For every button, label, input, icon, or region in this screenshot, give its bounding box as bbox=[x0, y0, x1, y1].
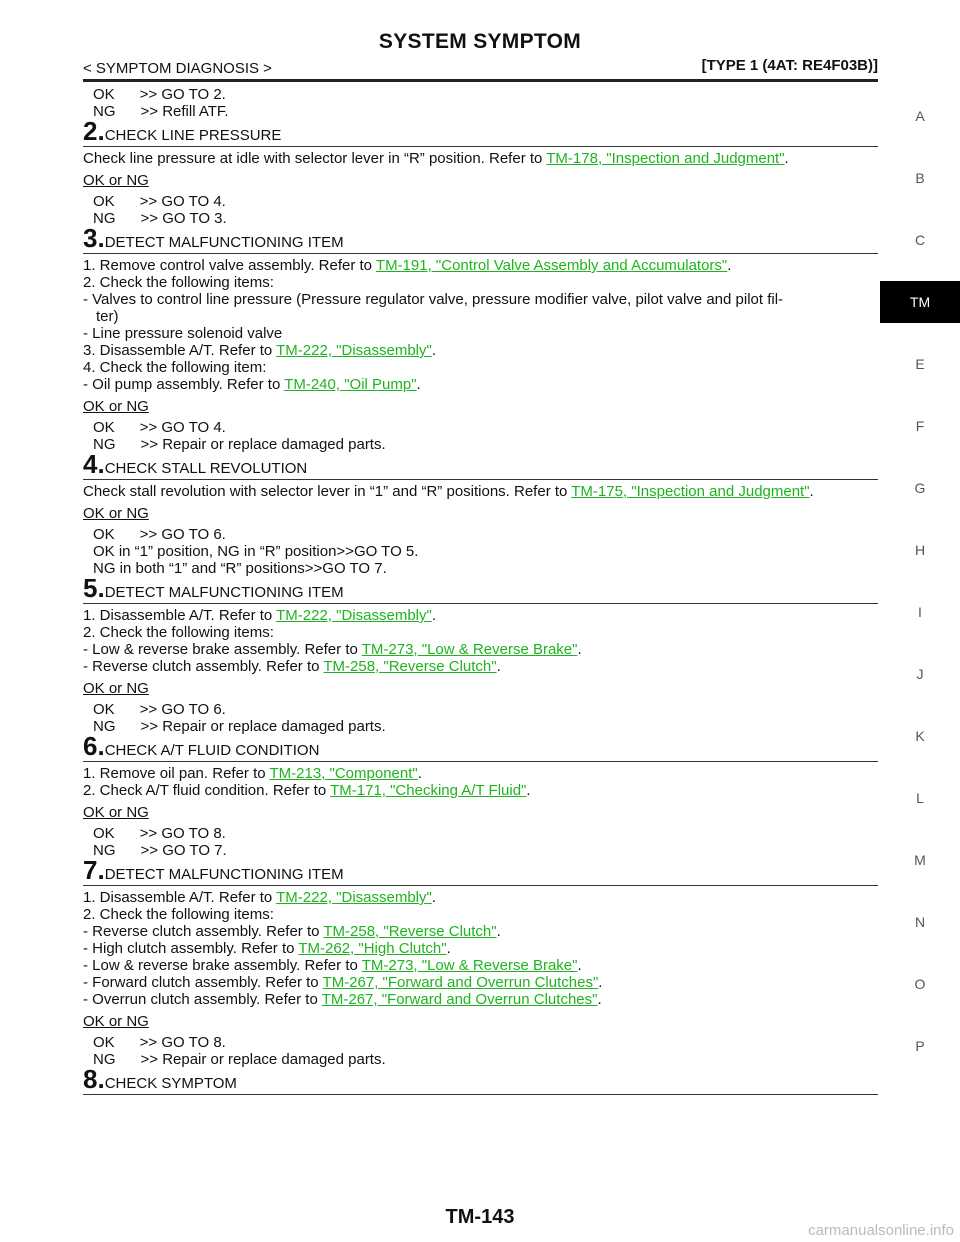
result-ng: NG >> Refill ATF. bbox=[93, 103, 229, 120]
step-text: 2. Check the following items: bbox=[83, 906, 274, 923]
result-partial: OK in “1” position, NG in “R” position>>… bbox=[93, 543, 419, 560]
reference-link[interactable]: TM-222, "Disassembly" bbox=[276, 607, 432, 624]
step-text: 1. Remove control valve assembly. Refer … bbox=[83, 257, 732, 274]
result-ng: NG >> Repair or replace damaged parts. bbox=[93, 1051, 386, 1068]
index-tm[interactable]: TM bbox=[880, 281, 960, 323]
ok-or-ng-label: OK or NG bbox=[83, 172, 149, 189]
step-text: - High clutch assembly. Refer to TM-262,… bbox=[83, 940, 451, 957]
result-ok: OK >> GO TO 4. bbox=[93, 193, 226, 210]
step-text: ter) bbox=[96, 308, 119, 325]
header-rule bbox=[83, 79, 878, 82]
reference-link[interactable]: TM-171, "Checking A/T Fluid" bbox=[330, 782, 527, 799]
result-ok: OK >> GO TO 6. bbox=[93, 701, 226, 718]
page-title: SYSTEM SYMPTOM bbox=[378, 30, 582, 53]
step-text: 2. Check the following items: bbox=[83, 274, 274, 291]
result-ok: OK >> GO TO 4. bbox=[93, 419, 226, 436]
index-g[interactable]: G bbox=[914, 480, 926, 496]
reference-link[interactable]: TM-175, "Inspection and Judgment" bbox=[571, 483, 810, 500]
reference-link[interactable]: TM-267, "Forward and Overrun Clutches" bbox=[321, 991, 598, 1008]
index-l[interactable]: L bbox=[916, 790, 924, 806]
result-ok: OK >> GO TO 2. bbox=[93, 86, 226, 103]
step-text: - Overrun clutch assembly. Refer to TM-2… bbox=[83, 991, 602, 1008]
index-k[interactable]: K bbox=[915, 728, 925, 744]
reference-link[interactable]: TM-191, "Control Valve Assembly and Accu… bbox=[375, 257, 728, 274]
step-text: 4. Check the following item: bbox=[83, 359, 267, 376]
reference-link[interactable]: TM-273, "Low & Reverse Brake" bbox=[361, 641, 578, 658]
reference-link[interactable]: TM-222, "Disassembly" bbox=[276, 342, 432, 359]
ok-or-ng-label: OK or NG bbox=[83, 1013, 149, 1030]
step-text: 3. Disassemble A/T. Refer to TM-222, "Di… bbox=[83, 342, 436, 359]
result-ng: NG >> GO TO 3. bbox=[93, 210, 227, 227]
reference-link[interactable]: TM-267, "Forward and Overrun Clutches" bbox=[322, 974, 599, 991]
content: OK >> GO TO 2. NG >> Refill ATF. 2.CHECK… bbox=[83, 86, 878, 1095]
step-text: - Line pressure solenoid valve bbox=[83, 325, 283, 342]
step-text: - Low & reverse brake assembly. Refer to… bbox=[83, 641, 582, 658]
result-ok: OK >> GO TO 8. bbox=[93, 1034, 226, 1051]
result-ng: NG >> Repair or replace damaged parts. bbox=[93, 436, 386, 453]
reference-link[interactable]: TM-262, "High Clutch" bbox=[298, 940, 447, 957]
step-text: 2. Check the following items: bbox=[83, 624, 274, 641]
step-4-heading: 4.CHECK STALL REVOLUTION bbox=[83, 451, 878, 480]
step-text: - Low & reverse brake assembly. Refer to… bbox=[83, 957, 582, 974]
watermark: carmanualsonline.info bbox=[808, 1222, 954, 1239]
header-model: [TYPE 1 (4AT: RE4F03B)] bbox=[701, 57, 878, 74]
index-i[interactable]: I bbox=[918, 604, 922, 620]
step-text: - Forward clutch assembly. Refer to TM-2… bbox=[83, 974, 603, 991]
step-8-heading: 8.CHECK SYMPTOM bbox=[83, 1066, 878, 1095]
result-ng: NG >> GO TO 7. bbox=[93, 842, 227, 859]
reference-link[interactable]: TM-273, "Low & Reverse Brake" bbox=[361, 957, 578, 974]
index-p[interactable]: P bbox=[915, 1038, 925, 1054]
ok-or-ng-label: OK or NG bbox=[83, 505, 149, 522]
page-number: TM-143 bbox=[445, 1206, 515, 1228]
step-text: Check stall revolution with selector lev… bbox=[83, 483, 814, 500]
step-number: 2. bbox=[83, 116, 105, 146]
reference-link[interactable]: TM-222, "Disassembly" bbox=[276, 889, 432, 906]
index-m[interactable]: M bbox=[914, 852, 926, 868]
ok-or-ng-label: OK or NG bbox=[83, 804, 149, 821]
step-6-heading: 6.CHECK A/T FLUID CONDITION bbox=[83, 733, 878, 762]
step-text: - Oil pump assembly. Refer to TM-240, "O… bbox=[83, 376, 421, 393]
index-f[interactable]: F bbox=[915, 418, 925, 434]
step-text: - Reverse clutch assembly. Refer to TM-2… bbox=[83, 923, 501, 940]
step-text: - Reverse clutch assembly. Refer to TM-2… bbox=[83, 658, 501, 675]
step-text: 2. Check A/T fluid condition. Refer to T… bbox=[83, 782, 531, 799]
step-7-heading: 7.DETECT MALFUNCTIONING ITEM bbox=[83, 857, 878, 886]
step-5-heading: 5.DETECT MALFUNCTIONING ITEM bbox=[83, 575, 878, 604]
result-ng: NG >> Repair or replace damaged parts. bbox=[93, 718, 386, 735]
step-2-heading: 2.CHECK LINE PRESSURE bbox=[83, 118, 878, 147]
reference-link[interactable]: TM-240, "Oil Pump" bbox=[284, 376, 417, 393]
reference-link[interactable]: TM-213, "Component" bbox=[269, 765, 418, 782]
result-ok: OK >> GO TO 6. bbox=[93, 526, 226, 543]
step-text: 1. Disassemble A/T. Refer to TM-222, "Di… bbox=[83, 607, 436, 624]
header-section: < SYMPTOM DIAGNOSIS > bbox=[83, 60, 272, 77]
result-ok: OK >> GO TO 8. bbox=[93, 825, 226, 842]
index-c[interactable]: C bbox=[914, 232, 926, 248]
section-index: A B C TM E F G H I J K L M N O P bbox=[880, 95, 960, 1087]
ok-or-ng-label: OK or NG bbox=[83, 680, 149, 697]
step-text: 1. Remove oil pan. Refer to TM-213, "Com… bbox=[83, 765, 422, 782]
step-text: - Valves to control line pressure (Press… bbox=[83, 291, 784, 308]
step-text: Check line pressure at idle with selecto… bbox=[83, 150, 789, 167]
step-text: 1. Disassemble A/T. Refer to TM-222, "Di… bbox=[83, 889, 436, 906]
index-b[interactable]: B bbox=[915, 170, 925, 186]
reference-link[interactable]: TM-258, "Reverse Clutch" bbox=[323, 658, 497, 675]
index-e[interactable]: E bbox=[915, 356, 925, 372]
reference-link[interactable]: TM-258, "Reverse Clutch" bbox=[323, 923, 497, 940]
step-3-heading: 3.DETECT MALFUNCTIONING ITEM bbox=[83, 225, 878, 254]
index-h[interactable]: H bbox=[914, 542, 926, 558]
index-j[interactable]: J bbox=[916, 666, 924, 682]
reference-link[interactable]: TM-178, "Inspection and Judgment" bbox=[546, 150, 785, 167]
ok-or-ng-label: OK or NG bbox=[83, 398, 149, 415]
index-o[interactable]: O bbox=[914, 976, 926, 992]
index-a[interactable]: A bbox=[915, 108, 925, 124]
result-ng: NG in both “1” and “R” positions>>GO TO … bbox=[93, 560, 387, 577]
step-title: CHECK LINE PRESSURE bbox=[104, 127, 282, 144]
index-n[interactable]: N bbox=[914, 914, 926, 930]
